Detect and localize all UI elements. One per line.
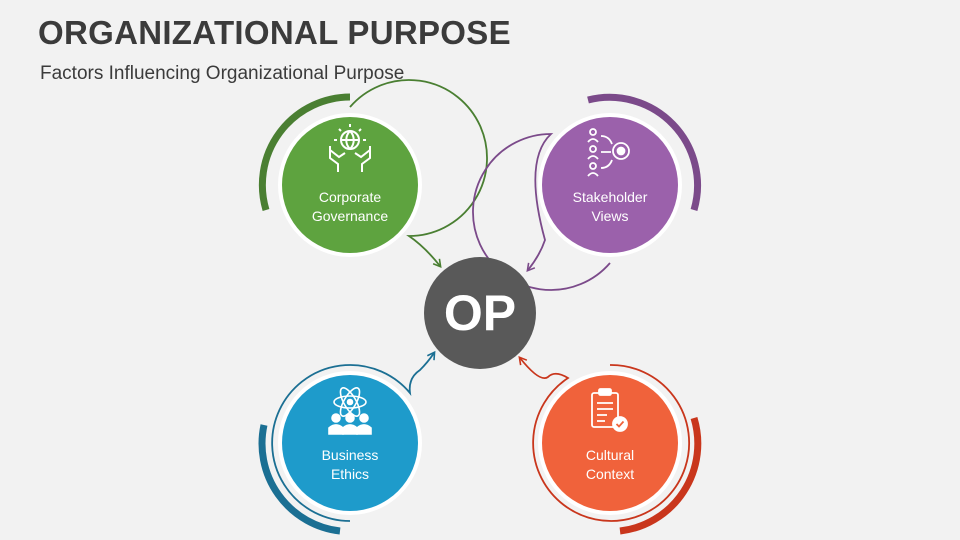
label-line: Governance [311,208,389,224]
node-stakeholder-views [472,93,702,291]
thin-ring-business-ethics [271,350,436,522]
slide-title: ORGANIZATIONAL PURPOSE [38,14,511,51]
circle-fill-business-ethics [282,375,418,511]
label-line: Corporate [318,189,382,205]
circle-fill-stakeholder-views [542,117,678,253]
label-stakeholder-views: Stakeholder Views [535,188,685,226]
circle-fill-cultural-context [542,375,678,511]
thin-ring-stakeholder-views [472,133,611,291]
clipboard-check-icon [591,388,628,432]
stakeholder-target-icon [587,128,630,177]
globe-in-hands-icon [329,124,371,172]
circle-fill-corporate-governance [282,117,418,253]
label-business-ethics: Business Ethics [275,446,425,484]
center-label: OP [443,285,517,341]
label-line: Stakeholder [572,189,648,205]
node-cultural-context [518,355,702,535]
thick-arc-cultural-context [619,416,702,535]
label-cultural-context: Cultural Context [535,446,685,484]
label-line: Cultural [585,447,635,463]
label-line: Views [591,208,629,224]
center-circle [424,257,536,369]
label-line: Context [585,466,635,482]
thick-arc-business-ethics [258,424,341,535]
team-atom-icon [328,387,372,435]
label-line: Ethics [330,466,370,482]
thin-ring-cultural-context [518,355,691,522]
label-corporate-governance: Corporate Governance [275,188,425,226]
thin-ring-corporate-governance [349,79,488,269]
thick-arc-stakeholder-views [587,93,702,211]
node-corporate-governance [258,79,488,269]
thick-arc-corporate-governance [258,93,351,211]
label-line: Business [321,447,379,463]
node-business-ethics [258,350,436,535]
slide-subtitle: Factors Influencing Organizational Purpo… [40,63,405,84]
